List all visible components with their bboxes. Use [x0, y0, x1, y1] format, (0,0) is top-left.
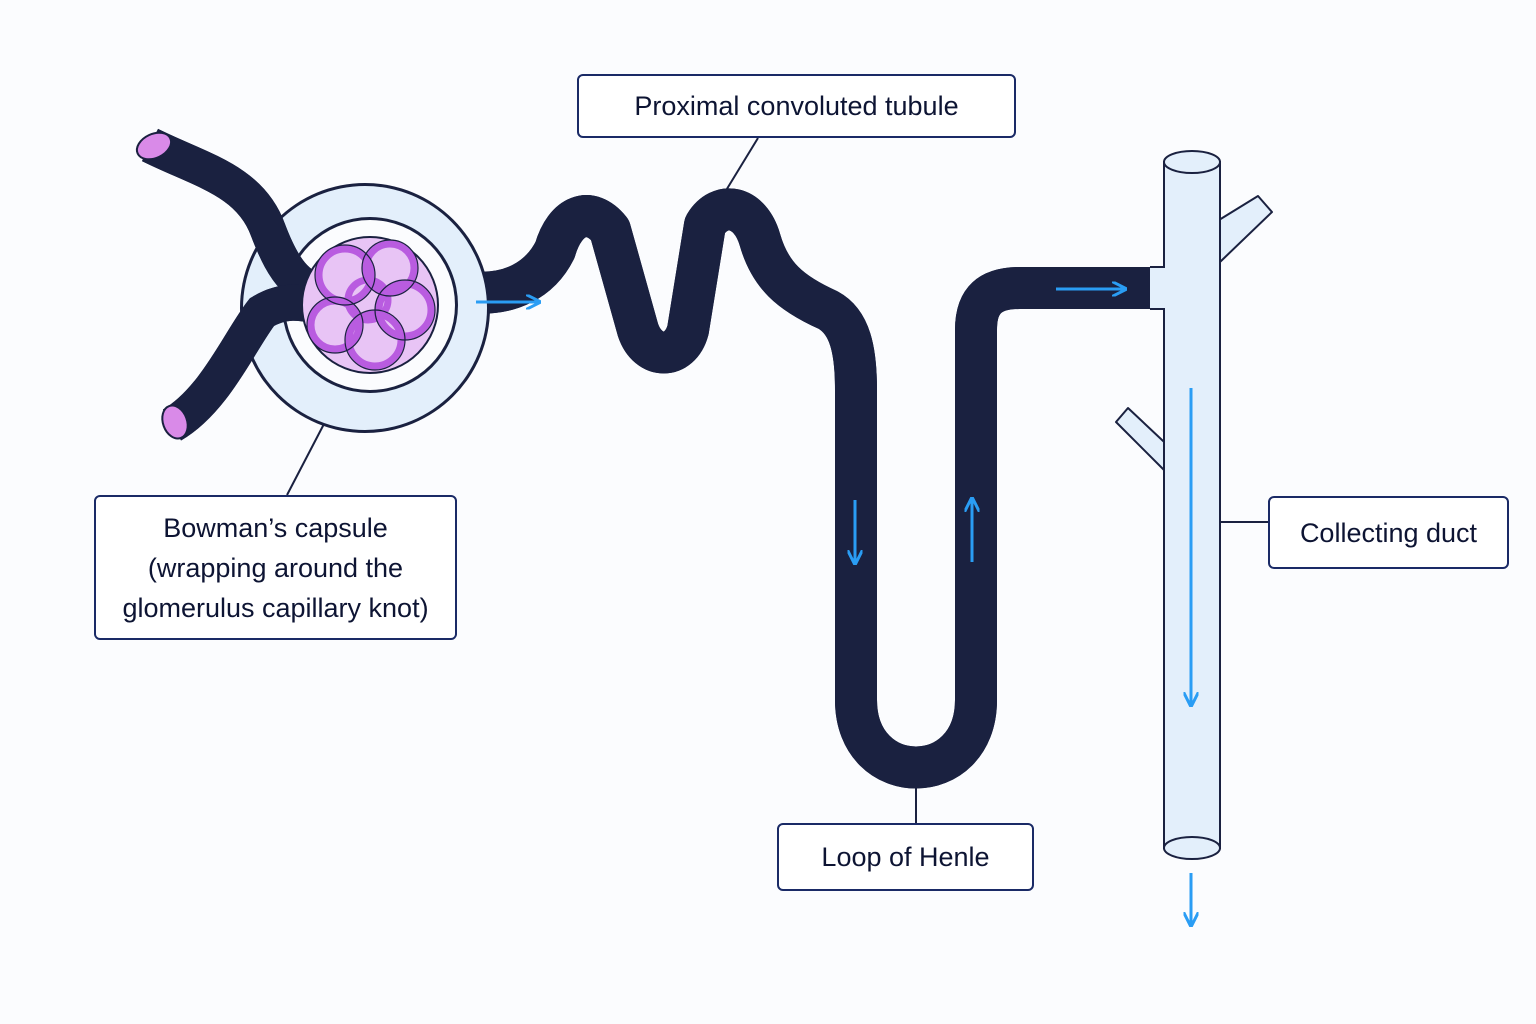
label-text-line-1: Bowman’s capsule [163, 512, 388, 543]
collecting-duct [1115, 150, 1273, 860]
label-proximal-convoluted-tubule: Proximal convoluted tubule [577, 74, 1016, 138]
label-loop-of-henle: Loop of Henle [777, 823, 1034, 891]
renal-tubule [449, 209, 1213, 767]
label-text-line-2: (wrapping around the [147, 552, 404, 583]
leader-line-bowman [286, 421, 326, 496]
arterioles [133, 128, 330, 443]
label-collecting-duct: Collecting duct [1268, 496, 1509, 569]
leader-line-pct [721, 137, 759, 198]
label-text: Proximal convoluted tubule [634, 91, 959, 121]
flow-arrows [476, 289, 1191, 924]
label-text: Loop of Henle [821, 842, 990, 872]
label-text: Collecting duct [1299, 517, 1478, 548]
label-text-line-3: glomerulus capillary knot) [122, 592, 429, 623]
label-bowmans-capsule: Bowman’s capsule (wrapping around the gl… [94, 495, 457, 640]
glomerulus-knot [301, 236, 439, 374]
